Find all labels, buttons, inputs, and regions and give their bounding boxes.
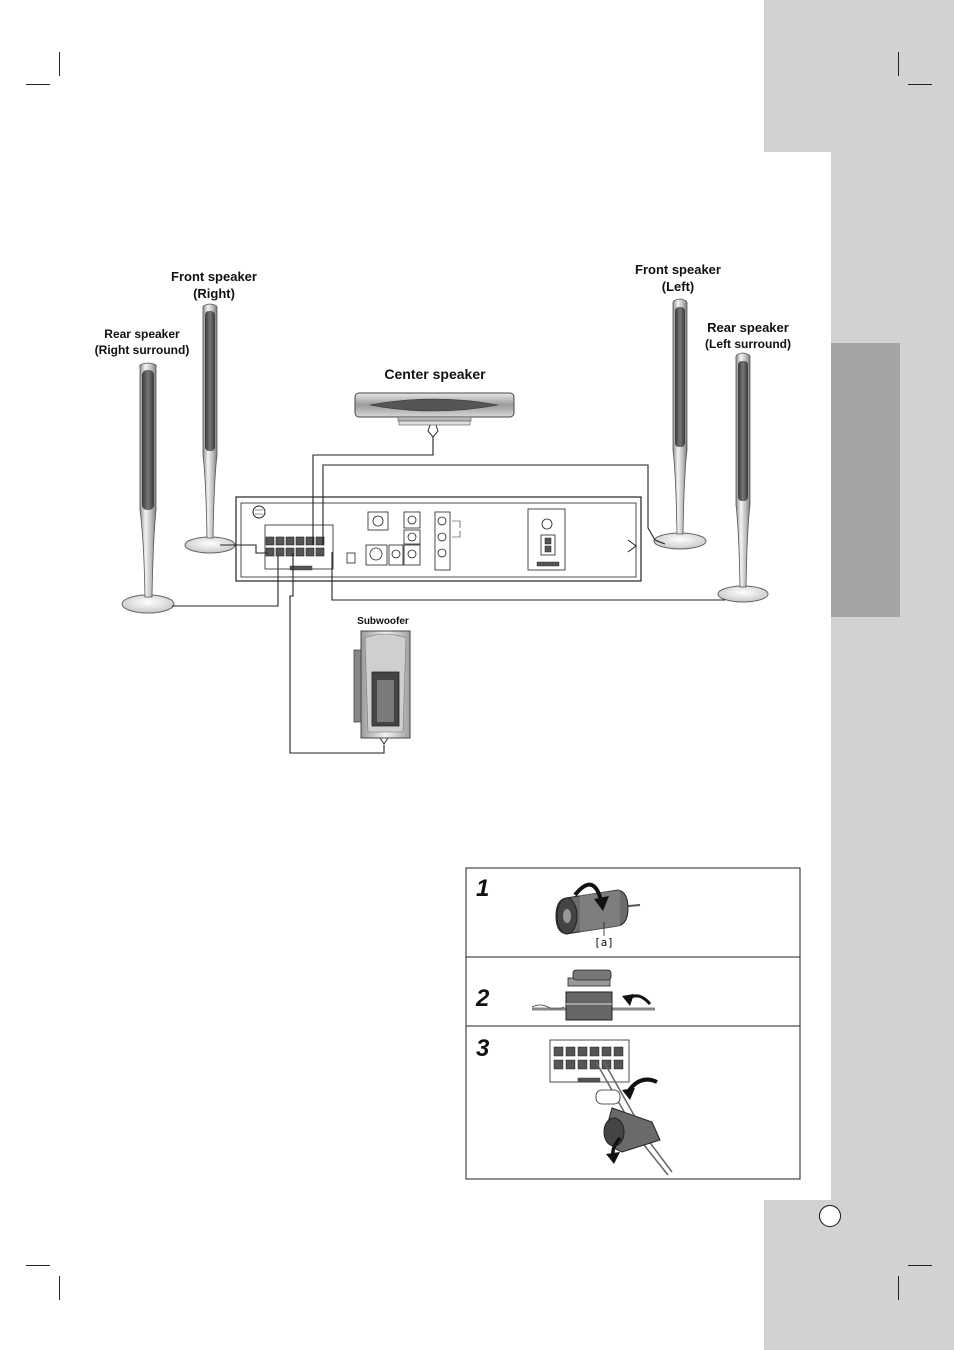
center-speaker-label: Center speaker [370, 366, 500, 383]
receiver-back-panel [236, 497, 641, 581]
front-right-label: Front speaker (Right) [150, 268, 278, 302]
front-right-label-line2: (Right) [150, 285, 278, 302]
step-1-callout: [a] [594, 936, 614, 949]
step-3-illustration [550, 1040, 672, 1175]
step-2-illustration [532, 970, 655, 1020]
step-3-number: 3 [476, 1035, 489, 1063]
front-right-label-line1: Front speaker [150, 268, 278, 285]
step-1-number: 1 [476, 875, 489, 903]
rear-right-speaker [122, 363, 174, 613]
rear-left-label-line1: Rear speaker [688, 320, 808, 336]
rear-right-label: Rear speaker (Right surround) [80, 326, 204, 358]
step-2-number: 2 [476, 985, 489, 1013]
center-speaker [355, 393, 514, 437]
front-left-label-line2: (Left) [614, 278, 742, 295]
speaker-cables [172, 437, 725, 753]
rear-left-label: Rear speaker (Left surround) [688, 320, 808, 352]
subwoofer [354, 631, 410, 744]
rear-right-label-line2: (Right surround) [80, 342, 204, 358]
rear-right-label-line1: Rear speaker [80, 326, 204, 342]
rear-left-speaker [718, 353, 768, 602]
subwoofer-label: Subwoofer [345, 616, 421, 628]
rear-left-label-line2: (Left surround) [688, 336, 808, 352]
step-1-illustration [556, 885, 640, 936]
front-left-label: Front speaker (Left) [614, 261, 742, 295]
front-left-label-line1: Front speaker [614, 261, 742, 278]
